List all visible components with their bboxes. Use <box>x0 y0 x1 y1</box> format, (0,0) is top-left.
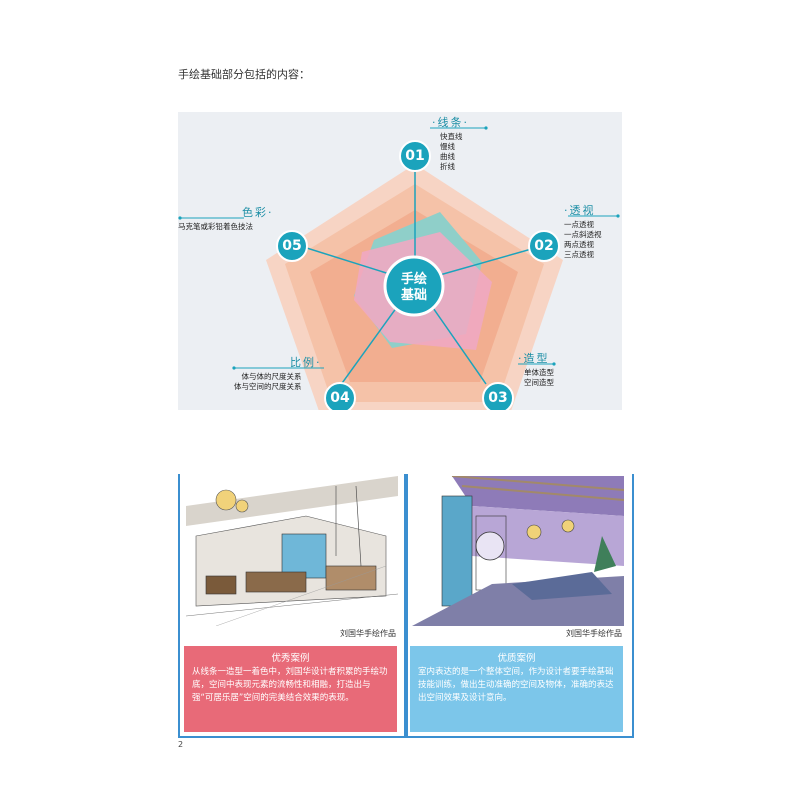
caption-item: 空间造型 <box>524 378 554 387</box>
intro-text: 手绘基础部分包括的内容： <box>178 68 310 81</box>
caption-item: 体与体的尺度关系 <box>241 372 302 381</box>
node-number-05: 05 <box>282 238 302 254</box>
caption-items-04: 体与体的尺度关系 体与空间的尺度关系 <box>234 372 302 392</box>
caption-item: 两点透视 <box>564 240 594 249</box>
caption-item: 快直线 <box>440 132 463 141</box>
center-label-line-2: 基础 <box>400 288 427 303</box>
case-card-title: 优质案例 <box>497 653 536 664</box>
caption-item: 体与空间的尺度关系 <box>234 382 302 391</box>
caption-item: 一点透视 <box>564 220 594 229</box>
node-number-01: 01 <box>405 148 425 164</box>
caption-items-05: 马克笔或彩铅着色技法 <box>178 222 253 232</box>
node-04 <box>324 382 356 410</box>
caption-item: 单体造型 <box>524 368 554 377</box>
node-03 <box>482 382 514 410</box>
caption-item: 一点斜透视 <box>564 230 602 239</box>
caption-item: 曲线 <box>440 152 455 161</box>
pentagon-diagram-graphic <box>178 126 620 410</box>
caption-item: 三点透视 <box>564 250 594 259</box>
interior-sketch-image <box>412 476 624 626</box>
case-card-red: 优秀案例 从线条一造型一着色中，刘国华设计者积累的手绘功底，空间中表现元素的流畅… <box>184 646 397 732</box>
caption-items-01: 快直线 慢线 曲线 折线 <box>440 132 463 172</box>
caption-items-03: 单体造型 空间造型 <box>524 368 554 388</box>
example-card-2: 刘国华手绘作品 优质案例 室内表达的是一个整体空间，作为设计者要手绘基础技能训练… <box>404 474 634 738</box>
case-card-blue: 优质案例 室内表达的是一个整体空间，作为设计者要手绘基础技能训练，做出生动准确的… <box>410 646 623 732</box>
caption-title-01: ·线条· <box>432 116 469 129</box>
interior-sketch-image <box>186 476 398 626</box>
node-02 <box>528 230 560 262</box>
node-05 <box>276 230 308 262</box>
artwork-credit: 刘国华手绘作品 <box>340 629 396 638</box>
node-number-02: 02 <box>534 238 554 254</box>
center-label: 手绘 基础 <box>389 272 439 304</box>
case-card-text: 从线条一造型一着色中，刘国华设计者积累的手绘功底，空间中表现元素的流畅性和相融，… <box>192 667 388 703</box>
node-number-04: 04 <box>330 390 350 406</box>
caption-title-03: ·造型 <box>518 352 550 365</box>
caption-items-02: 一点透视 一点斜透视 两点透视 三点透视 <box>564 220 602 260</box>
center-circle <box>383 255 445 317</box>
caption-title-05: 色彩· <box>242 206 274 219</box>
page-number: 2 <box>178 740 184 749</box>
caption-title-04: 比例· <box>290 356 322 369</box>
caption-item: 马克笔或彩铅着色技法 <box>178 222 253 231</box>
artwork-credit: 刘国华手绘作品 <box>566 629 622 638</box>
case-card-text: 室内表达的是一个整体空间，作为设计者要手绘基础技能训练，做出生动准确的空间及物体… <box>418 667 614 703</box>
caption-title-02: ·透视 <box>564 204 596 217</box>
caption-item: 慢线 <box>440 142 455 151</box>
example-card-1: 刘国华手绘作品 优秀案例 从线条一造型一着色中，刘国华设计者积累的手绘功底，空间… <box>178 474 408 738</box>
center-label-line-1: 手绘 <box>400 272 427 287</box>
node-number-03: 03 <box>488 390 508 406</box>
hand-drawing-basics-diagram: 手绘 基础 01 02 03 04 05 ·线条· 快直线 慢线 曲线 折线 ·… <box>178 112 622 410</box>
case-card-title: 优秀案例 <box>271 653 310 664</box>
node-01 <box>399 140 431 172</box>
caption-item: 折线 <box>440 162 455 171</box>
